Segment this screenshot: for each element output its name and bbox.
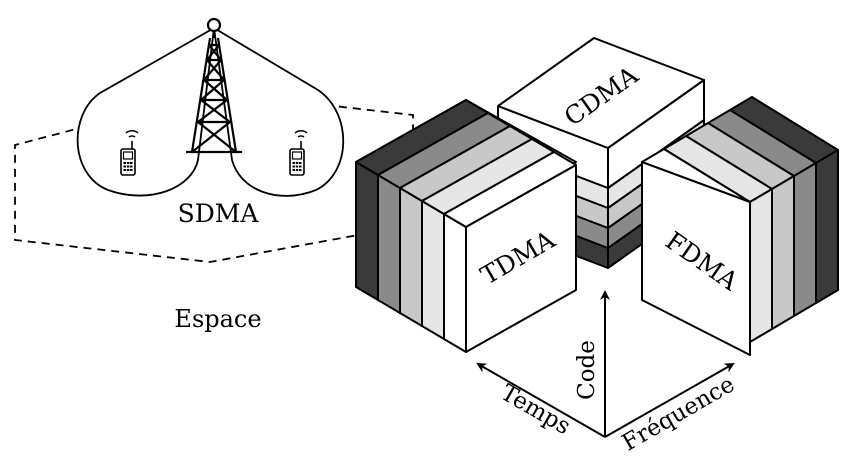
tdma-block (355, 99, 577, 353)
sdma-beam-right (212, 26, 345, 197)
time-axis-arrow (476, 363, 606, 438)
code-axis-label: Code (574, 340, 600, 400)
sdma-label: SDMA (178, 199, 260, 228)
radio-tower-icon (186, 17, 242, 154)
frequency-axis-label: Fréquence (618, 371, 739, 456)
fdma-block (641, 96, 839, 356)
time-axis-label: Temps (496, 380, 574, 440)
sdma-cell-hexagon (14, 104, 414, 263)
axes (476, 290, 735, 438)
frequency-axis-arrow (604, 363, 735, 438)
sdma-beam-left (76, 26, 216, 197)
space-label: Espace (174, 305, 261, 333)
